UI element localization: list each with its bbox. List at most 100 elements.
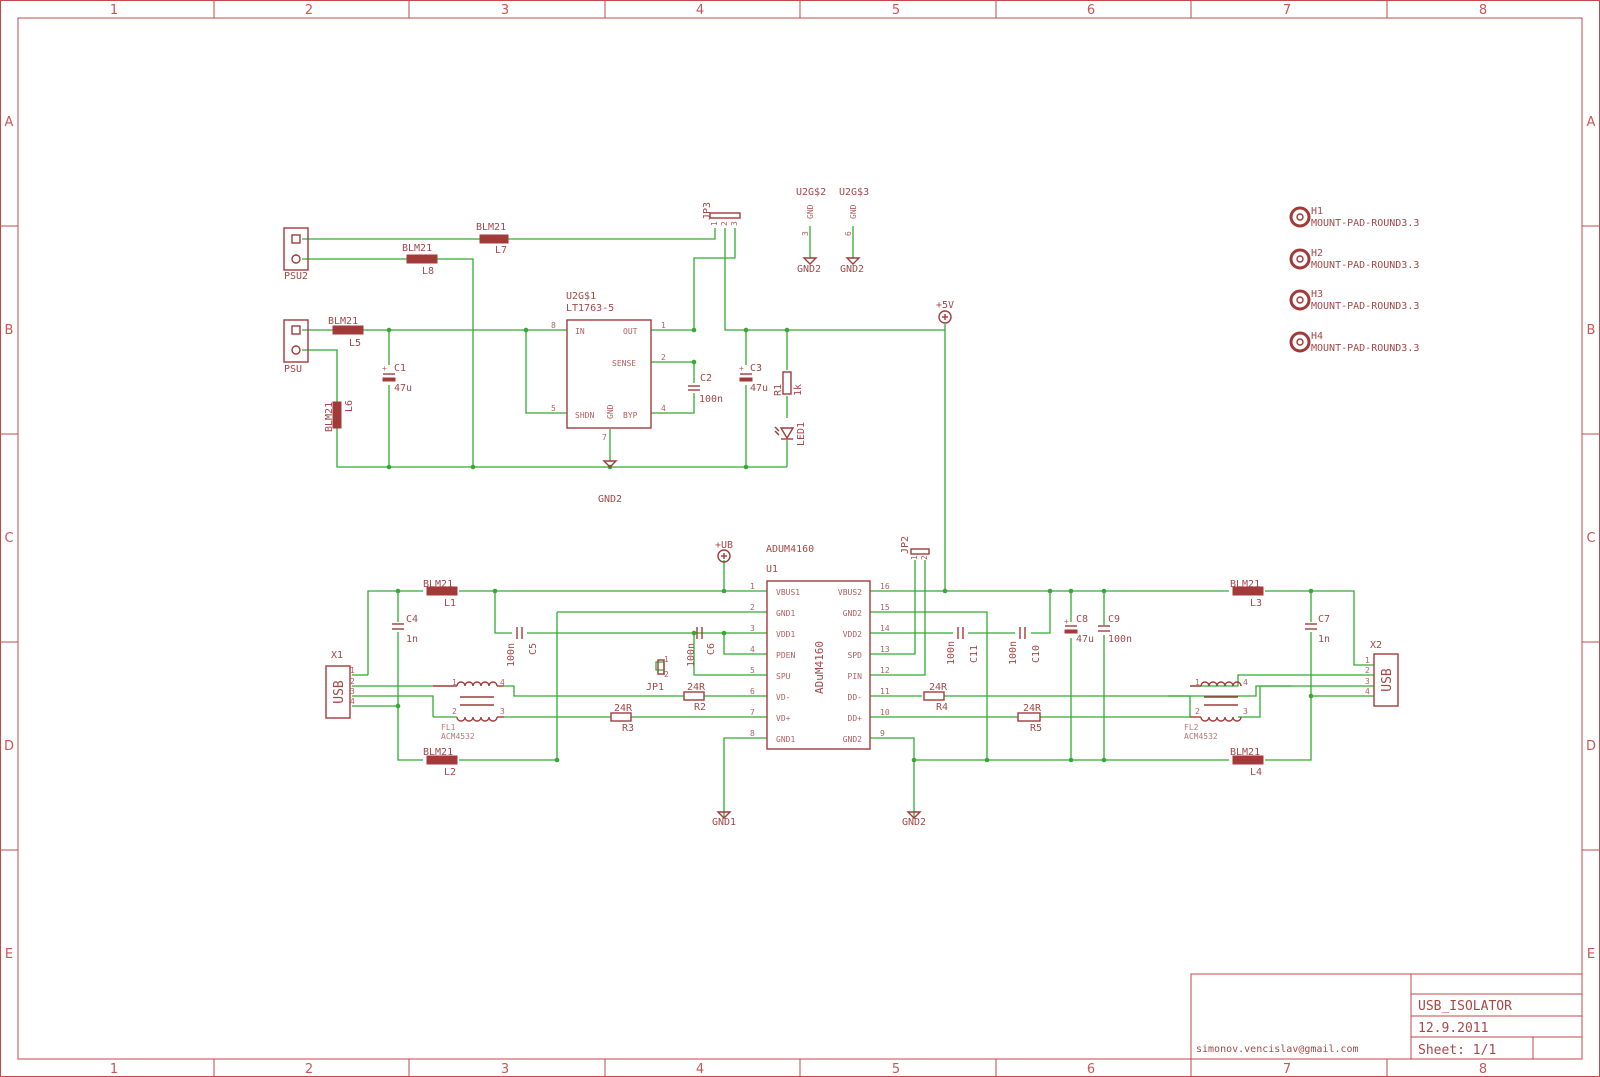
row-label: B (1587, 323, 1596, 338)
row-label: D (4, 739, 14, 754)
psu2-label: PSU2 (284, 271, 308, 282)
pin-label: VD- (776, 693, 790, 702)
column-label: 4 (696, 1062, 704, 1077)
ground-label: GND2 (902, 817, 926, 828)
x1-value: USB (332, 680, 347, 704)
ground-label: GND2 (598, 494, 622, 505)
mount-hole-h1: H1 MOUNT-PAD-ROUND3.3 (1289, 206, 1419, 229)
ferrite-name: L4 (1250, 767, 1262, 778)
pin-number: 11 (880, 687, 890, 696)
resistor-r2: 24R R2 (683, 682, 706, 713)
cap-value: 100n (946, 641, 957, 665)
pin-number: 4 (1365, 687, 1370, 696)
pin-number: 2 (750, 603, 755, 612)
column-label: 4 (696, 3, 704, 18)
pin-number: 14 (880, 624, 890, 633)
resistor-r4: 24R R4 (923, 682, 948, 713)
row-label: B (5, 323, 14, 338)
pin-number: 7 (750, 708, 755, 717)
ground-gnd2-u2g3: GND2 (840, 257, 864, 275)
ferrite-value: BLM21 (324, 402, 335, 432)
pin-number: 3 (350, 687, 355, 696)
unit-name: U2G$3 (839, 187, 869, 198)
ferrite-value: BLM21 (423, 579, 453, 590)
hole-value: MOUNT-PAD-ROUND3.3 (1311, 301, 1419, 312)
capacitor-c7: C7 1n (1305, 614, 1330, 645)
supply-plus-ub: +UB (715, 540, 733, 563)
res-name: R1 (773, 384, 784, 396)
pin-label: GND (606, 404, 615, 419)
regulator-lt1763: U2G$1 LT1763-5 IN OUT SENSE SHDN BYP GND… (551, 291, 666, 442)
jumper-name: JP1 (646, 682, 664, 693)
isolator-right-pins: VBUS2 GND2 VDD2 SPD PIN DD- DD+ GND2 16 … (838, 582, 890, 744)
pin-number: 16 (880, 582, 890, 591)
ferrite-name: L3 (1250, 598, 1262, 609)
row-labels-left: A B C D E (4, 115, 14, 962)
ferrite-name: L8 (422, 266, 434, 277)
column-label: 5 (892, 1062, 900, 1077)
ferrite-value: BLM21 (1230, 579, 1260, 590)
supply-plus5v: +5V (936, 300, 954, 324)
regulator-gnd-unit-2: U2G$2 GND 3 (796, 187, 826, 258)
cap-value: 1n (1318, 634, 1330, 645)
jumper-name: JP3 (702, 202, 713, 220)
res-name: R3 (622, 723, 634, 734)
capacitor-c11: C11 100n (946, 627, 980, 665)
cap-value: 47u (750, 383, 768, 394)
resistor-r5: 24R R5 (1017, 703, 1042, 734)
pin-number: 5 (750, 666, 755, 675)
res-value: 24R (929, 682, 948, 693)
ground-label: GND2 (797, 264, 821, 275)
title-block-author: simonov.vencislav@gmail.com (1196, 1044, 1359, 1055)
pin-label: BYP (623, 411, 638, 420)
cap-value: 100n (699, 394, 723, 405)
led-name: LED1 (796, 422, 807, 446)
led1: LED1 (774, 422, 807, 446)
unit-pin-label: GND (806, 204, 815, 219)
pin-label: GND2 (843, 609, 862, 618)
unit-pin-label: GND (849, 204, 858, 219)
column-label: 5 (892, 3, 900, 18)
cap-name: C4 (406, 614, 418, 625)
pin-number: 1 (452, 678, 457, 687)
res-value: 1k (793, 384, 804, 396)
pin-label: VD+ (776, 714, 791, 723)
hole-name: H1 (1311, 206, 1323, 217)
capacitor-c8: + C8 47u (1064, 614, 1094, 645)
pin-number: 2 (661, 353, 666, 362)
pin-number: 3 (730, 221, 739, 226)
choke-fl1: 1 2 3 4 FL1 ACM4532 (433, 678, 505, 741)
psu-label: PSU (284, 364, 302, 375)
ground-label: GND2 (840, 264, 864, 275)
choke-fl2: 1 2 3 4 FL2 ACM4532 (1184, 678, 1248, 741)
pin-number: 9 (880, 729, 885, 738)
mount-hole-h3: H3 MOUNT-PAD-ROUND3.3 (1289, 289, 1419, 312)
pin-number: 1 (664, 655, 669, 664)
res-name: R4 (936, 702, 948, 713)
title-block: USB_ISOLATOR 12.9.2011 Sheet: 1/1 simono… (1190, 973, 1583, 1060)
pin-number: 2 (920, 555, 929, 560)
pin-number: 1 (661, 321, 666, 330)
column-label: 8 (1479, 1062, 1487, 1077)
x1-usb-connector: X1 USB 1 2 3 4 (325, 650, 355, 719)
cap-value: 100n (506, 643, 517, 667)
psu-connector: PSU (283, 319, 309, 375)
pin-number: 10 (880, 708, 890, 717)
column-label: 7 (1283, 1062, 1291, 1077)
ferrite-l4: BLM21 L4 (1230, 747, 1264, 778)
jumper-jp3: JP3 1 2 3 (702, 202, 741, 226)
pin-label: VDD2 (843, 630, 862, 639)
cap-value: 1n (406, 634, 418, 645)
pin-number: 2 (1365, 666, 1370, 675)
title-block-title: USB_ISOLATOR (1418, 999, 1512, 1014)
pin-label: GND1 (776, 609, 795, 618)
svg-text:+: + (382, 364, 387, 373)
title-block-date: 12.9.2011 (1418, 1021, 1488, 1036)
cap-value: 47u (394, 383, 412, 394)
pin-label: GND1 (776, 735, 795, 744)
isolator-left-pins: VBUS1 GND1 VDD1 PDEN SPU VD- VD+ GND1 1 … (750, 582, 800, 744)
hole-name: H2 (1311, 248, 1323, 259)
pin-number: 3 (1365, 677, 1370, 686)
